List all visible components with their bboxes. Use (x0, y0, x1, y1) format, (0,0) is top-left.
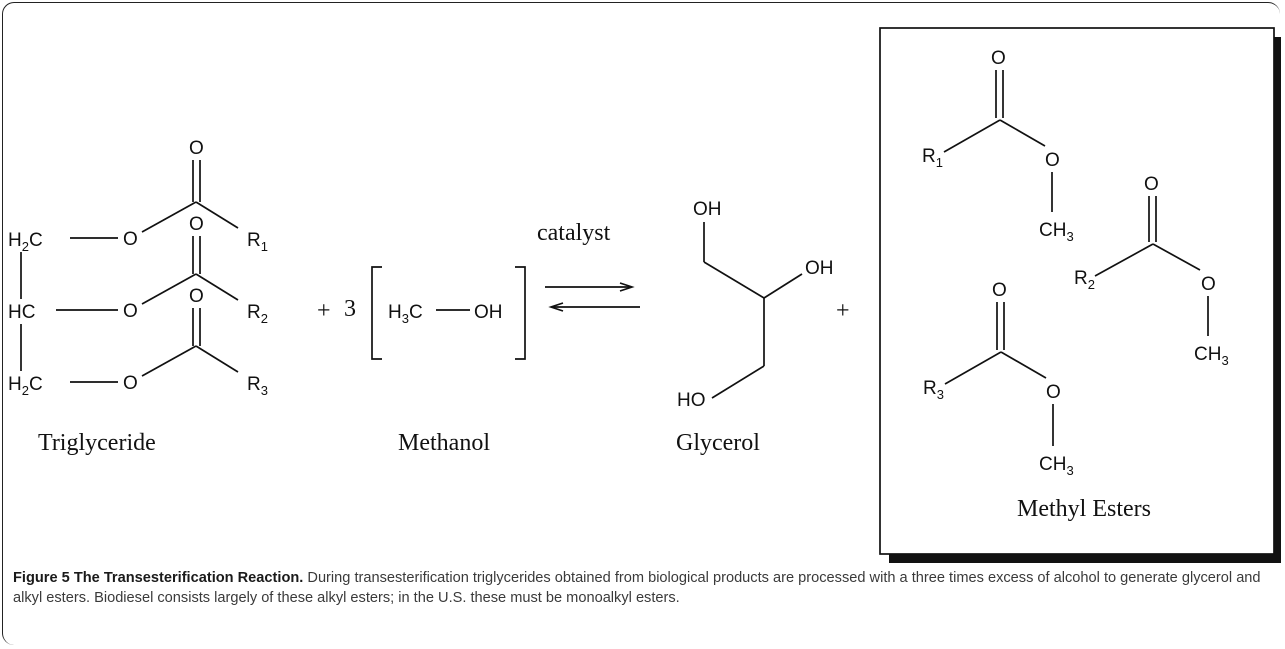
r2-group: R2 (247, 302, 268, 326)
ester-o-1: O (123, 229, 138, 250)
ester1-co-bond (999, 119, 1046, 147)
ester3-co-bond (1000, 351, 1047, 379)
plus-sign-2: + (836, 298, 850, 324)
bracket-left (371, 266, 382, 360)
ester3-ch3: CH3 (1039, 454, 1074, 478)
glycerol-oh-top: OH (693, 199, 722, 220)
glycerol-ho-bottom: HO (677, 390, 706, 411)
r1-group: R1 (247, 230, 268, 254)
cr-bond-2 (195, 273, 239, 301)
ester1-cr-bond (943, 119, 1001, 153)
ester1-ch3: CH3 (1039, 220, 1074, 244)
glycerol-structure: OH OH HO (677, 199, 834, 411)
ester1-r1: R1 (922, 146, 943, 170)
carbonyl-o-1: O (189, 138, 204, 159)
figure-caption: Figure 5 The Transesterification Reactio… (13, 568, 1275, 608)
triglyceride-structure: H2C HC H2C O O O O O O R1 R2 R3 (8, 138, 268, 456)
h2c-bottom: H2C (8, 374, 43, 398)
ester1-carbonyl-o: O (991, 48, 1006, 69)
triglyceride-label: Triglyceride (38, 430, 156, 456)
caption-text: During transesterification triglycerides… (13, 570, 1261, 606)
methyl-esters-label: Methyl Esters (1017, 496, 1151, 522)
caption-title: Figure 5 The Transesterification Reactio… (13, 570, 304, 586)
h3c-group: H3C (388, 302, 423, 326)
ester2-o: O (1201, 274, 1216, 295)
reaction-scheme: H2C HC H2C O O O O O O R1 R2 R3 (8, 27, 1281, 563)
ester-o-2: O (123, 301, 138, 322)
ester1-o: O (1045, 150, 1060, 171)
methanol-structure: H3C OH (371, 266, 526, 360)
methanol-label: Methanol (398, 430, 490, 456)
forward-arrow-head (619, 282, 635, 292)
glycerol-bond-3 (763, 273, 803, 299)
ester2-r2: R2 (1074, 268, 1095, 292)
methanol-oh: OH (474, 302, 503, 323)
oc-bond-3 (141, 345, 197, 377)
h2c-top: H2C (8, 230, 43, 254)
glycerol-oh-mid: OH (805, 258, 834, 279)
ester-o-3: O (123, 373, 138, 394)
ester2-co-bond (1152, 243, 1201, 271)
catalyst-label: catalyst (537, 220, 611, 246)
ester2-cr-bond (1094, 243, 1154, 277)
oc-bond-1 (141, 201, 197, 233)
ester2-carbonyl-o: O (1144, 174, 1159, 195)
ester3-o: O (1046, 382, 1061, 403)
carbonyl-o-3: O (189, 286, 204, 307)
hc-middle: HC (8, 302, 35, 323)
ester2-ch3: CH3 (1194, 344, 1229, 368)
carbonyl-o-2: O (189, 214, 204, 235)
ester3-r3: R3 (923, 378, 944, 402)
cr-bond-3 (195, 345, 239, 373)
methyl-esters-box: O R1 O CH3 O R2 O CH3 O R3 O CH3 Methyl … (879, 27, 1281, 563)
box-border (879, 27, 1275, 555)
equilibrium-arrows: catalyst (537, 220, 640, 312)
ester3-cr-bond (944, 351, 1002, 385)
glycerol-bond-5 (711, 365, 765, 399)
ester3-carbonyl-o: O (992, 280, 1007, 301)
oc-bond-2 (141, 273, 197, 305)
plus-sign-1: + (317, 298, 331, 324)
glycerol-label: Glycerol (676, 430, 760, 456)
glycerol-bond-2 (703, 261, 765, 299)
bracket-right (515, 266, 526, 360)
reverse-arrow-head (548, 302, 564, 312)
r3-group: R3 (247, 374, 268, 398)
coefficient-3: 3 (344, 296, 356, 322)
cr-bond-1 (195, 201, 239, 229)
